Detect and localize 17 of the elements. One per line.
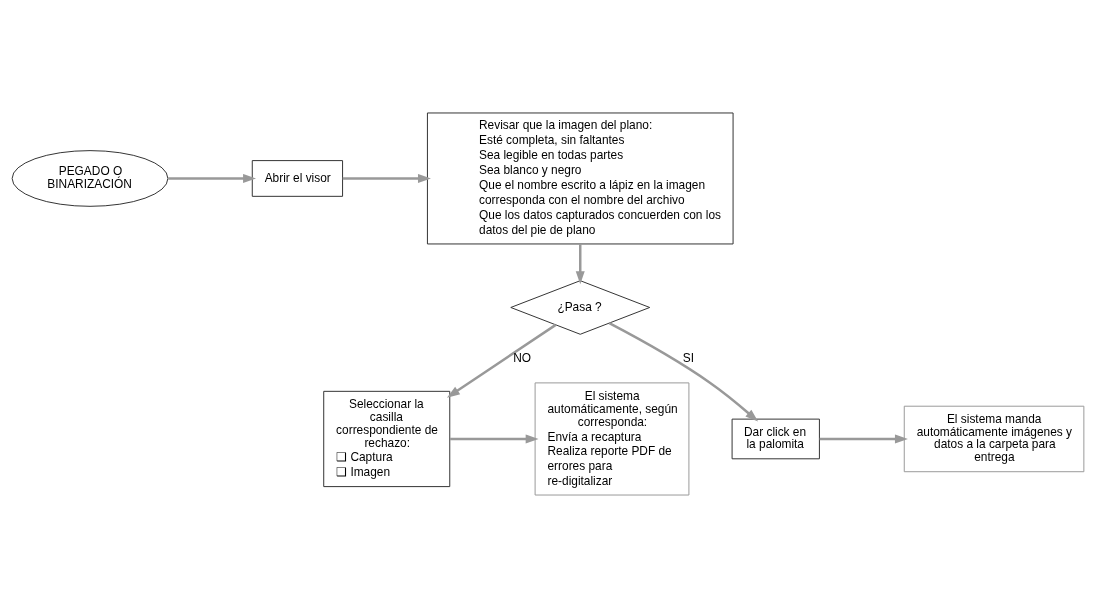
arrow — [575, 243, 585, 284]
node-box: Seleccionar la casilla correspondiente de rechazo: ❑ Captura ❑ Imagen — [323, 390, 451, 487]
node-diamond: ¿Pasa ? — [510, 279, 651, 335]
arrow — [168, 173, 256, 183]
arrow — [342, 173, 431, 183]
arrow — [608, 321, 759, 422]
arrow — [446, 323, 557, 398]
node-box: El sistema manda automáticamente imágenes y datos a la carpeta para entrega — [903, 405, 1085, 472]
node-box: Abrir el visor — [251, 159, 344, 197]
edge-label: NO — [513, 350, 532, 365]
edge-label: SI — [682, 350, 695, 365]
arrow — [450, 433, 539, 443]
node-ellipse: PEGADO O BINARIZACIÓN — [11, 149, 169, 207]
arrow — [819, 433, 908, 443]
node-box: Dar click en la palomita — [731, 418, 820, 459]
node-box: Revisar que la imagen del plano: Esté completa, sin faltantes Sea legible en todas partes Sea blanco y negro Que el nombre escrito a lápiz en la imagen corresponda con el nombre del archivo Que los datos capturados concuerden con los datos del pie de plano — [426, 111, 734, 244]
node-box: El sistema automáticamente, según corresponda: Envía a recaptura Realiza reporte PDF de errores para re-digitalizar — [534, 381, 690, 496]
